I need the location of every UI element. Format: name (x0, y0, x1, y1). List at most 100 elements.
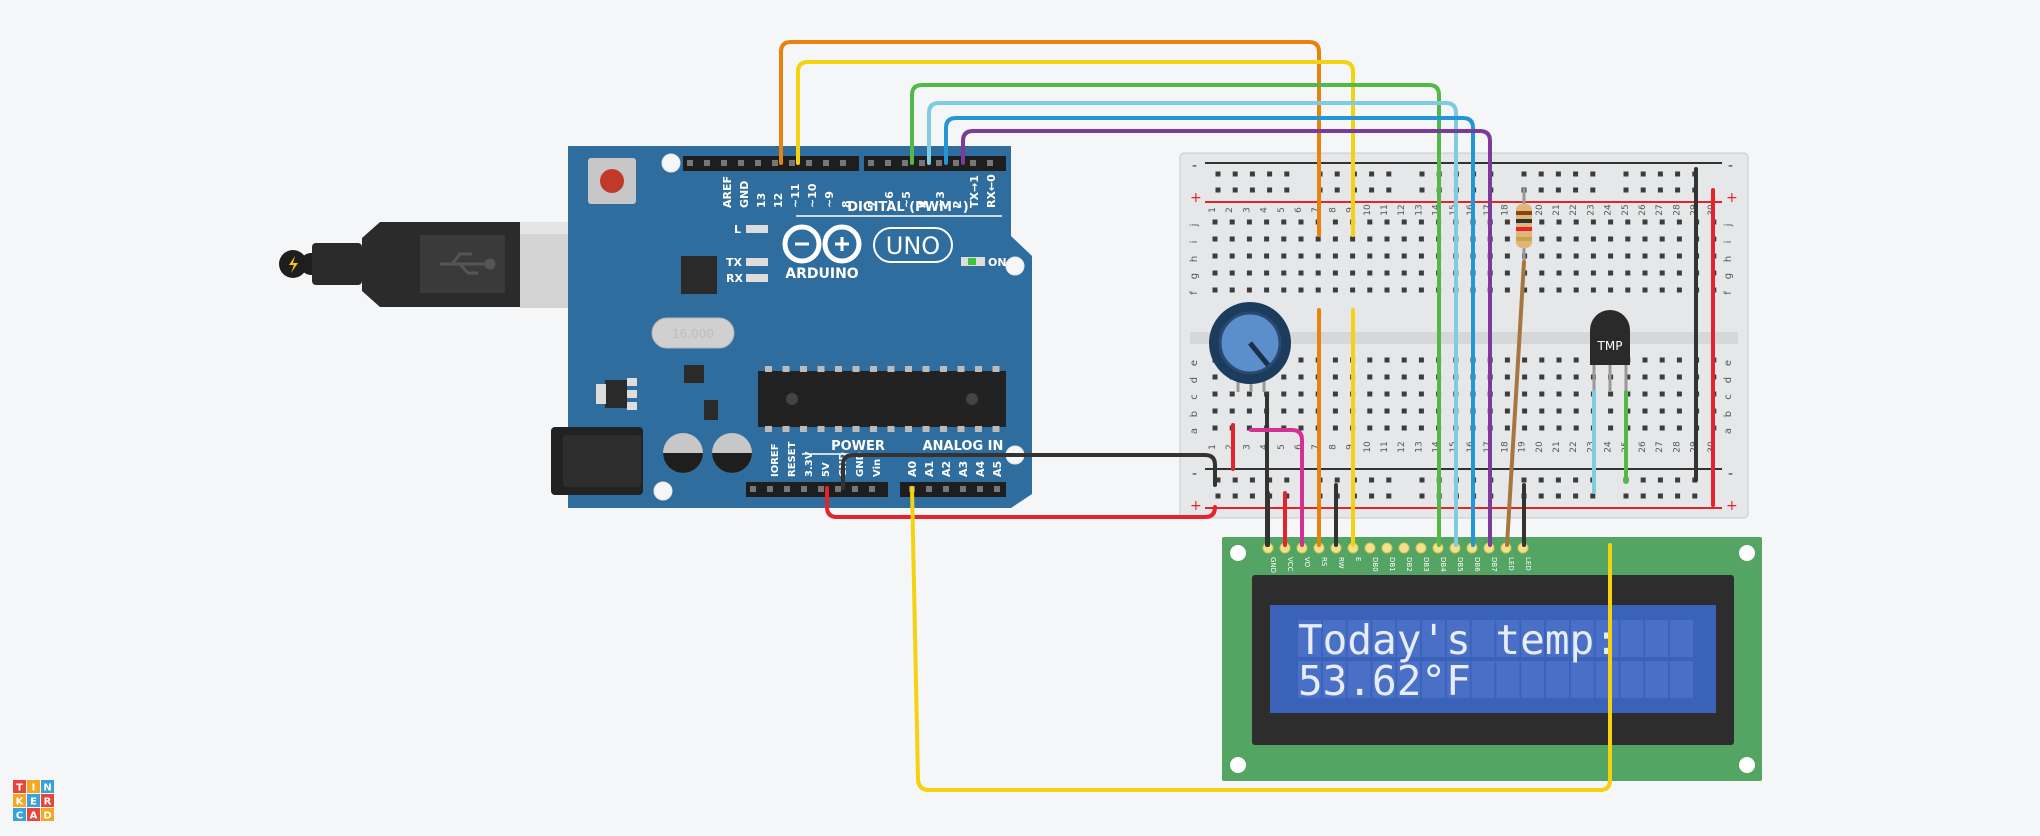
digital-pin-label: ~5 (900, 191, 913, 208)
logo-letter: E (30, 797, 37, 808)
wire-pink-vo[interactable] (1249, 428, 1304, 547)
usb-chip (681, 256, 717, 294)
svg-text:e: e (1723, 360, 1734, 366)
header-pin[interactable] (784, 486, 790, 492)
logo-letter: R (44, 797, 52, 808)
header-pin[interactable] (919, 160, 925, 166)
temperature-sensor[interactable]: TMP (1590, 310, 1630, 392)
led-label-rx: RX (726, 272, 743, 285)
lcd-pin[interactable] (1381, 542, 1393, 554)
header-pin[interactable] (840, 160, 846, 166)
svg-text:6: 6 (1294, 444, 1304, 450)
logo-letter: C (16, 811, 23, 822)
power-pin-label: RESET (787, 441, 798, 477)
header-pin[interactable] (926, 486, 932, 492)
mount-hole (653, 481, 673, 501)
analog-pin-label: A1 (923, 461, 936, 477)
svg-text:b: b (1189, 411, 1200, 417)
wire-yellow[interactable] (796, 60, 1355, 237)
lcd-pin[interactable] (1415, 542, 1427, 554)
lcd-pin-label: LED (1524, 557, 1532, 571)
wire-green[interactable] (910, 83, 1441, 547)
header-pin[interactable] (885, 160, 891, 166)
lcd-line-1: Today's temp: (1298, 616, 1619, 664)
svg-text:24: 24 (1604, 441, 1614, 453)
header-pin[interactable] (738, 160, 744, 166)
wire-blue[interactable] (944, 116, 1475, 547)
svg-text:21: 21 (1552, 204, 1562, 215)
header-pin[interactable] (823, 160, 829, 166)
wire-brown[interactable] (1505, 260, 1526, 547)
reset-button[interactable] (588, 158, 636, 204)
header-pin[interactable] (936, 160, 942, 166)
resistor[interactable] (1516, 188, 1532, 262)
svg-text:1: 1 (1208, 207, 1218, 213)
arduino-logo-icon (782, 224, 862, 264)
svg-text:f: f (1723, 291, 1734, 295)
svg-text:15: 15 (1449, 441, 1459, 452)
power-jack[interactable] (551, 427, 643, 495)
header-pin[interactable] (970, 160, 976, 166)
svg-text:22: 22 (1569, 441, 1579, 452)
digital-pin-label: 2 (951, 200, 964, 208)
svg-text:20: 20 (1535, 441, 1545, 453)
header-pin[interactable] (789, 160, 795, 166)
potentiometer[interactable] (1209, 302, 1291, 392)
header-pin[interactable] (767, 486, 773, 492)
svg-text:5: 5 (1277, 444, 1287, 450)
lcd-character-cells (1298, 620, 1693, 698)
on-led: ON (961, 256, 1007, 269)
header-pin[interactable] (818, 486, 824, 492)
power-header[interactable] (746, 482, 888, 497)
header-pin[interactable] (868, 160, 874, 166)
led-label-tx: TX (726, 256, 743, 269)
header-pin[interactable] (994, 486, 1000, 492)
digital-pin-label: TX→1 (968, 175, 981, 208)
header-pin[interactable] (687, 160, 693, 166)
svg-text:11: 11 (1380, 204, 1390, 215)
mount-hole (1005, 256, 1025, 276)
header-pin[interactable] (977, 486, 983, 492)
header-pin[interactable] (806, 160, 812, 166)
header-pin[interactable] (852, 486, 858, 492)
header-pin[interactable] (772, 160, 778, 166)
digital-pin-label: RX←0 (985, 174, 998, 208)
digital-header[interactable] (683, 156, 1006, 171)
header-pin[interactable] (835, 486, 841, 492)
arduino-uno-board[interactable]: 16.000 L TX RX ON (279, 146, 1032, 508)
lcd-pin-label: DB0 (1371, 557, 1379, 572)
header-pin[interactable] (943, 486, 949, 492)
header-pin[interactable] (750, 486, 756, 492)
svg-text:d: d (1189, 377, 1200, 383)
svg-text:12: 12 (1397, 441, 1407, 452)
header-pin[interactable] (902, 160, 908, 166)
analog-header[interactable] (900, 482, 1006, 497)
lcd-pin[interactable] (1364, 542, 1376, 554)
header-pin[interactable] (987, 160, 993, 166)
svg-text:28: 28 (1672, 204, 1682, 216)
digital-pin-label: GND (738, 181, 751, 208)
svg-text:14: 14 (1432, 204, 1442, 216)
svg-text:2: 2 (1225, 207, 1235, 213)
wire-orange[interactable] (779, 40, 1321, 237)
header-pin[interactable] (801, 486, 807, 492)
header-pin[interactable] (721, 160, 727, 166)
svg-text:6: 6 (1294, 207, 1304, 213)
header-pin[interactable] (953, 160, 959, 166)
wire-black-arduino[interactable] (841, 453, 1217, 490)
header-pin[interactable] (869, 486, 875, 492)
wire-lightblue[interactable] (927, 101, 1458, 547)
lcd-pin-label: LED (1507, 557, 1515, 571)
wire-yellow-a0[interactable] (910, 486, 1612, 792)
wire-red-arduino[interactable] (825, 486, 1217, 519)
header-pin[interactable] (755, 160, 761, 166)
header-pin[interactable] (960, 486, 966, 492)
lcd-pin[interactable] (1398, 542, 1410, 554)
svg-text:b: b (1723, 411, 1734, 417)
header-pin[interactable] (704, 160, 710, 166)
svg-text:15: 15 (1449, 204, 1459, 215)
wire-purple[interactable] (961, 129, 1492, 547)
